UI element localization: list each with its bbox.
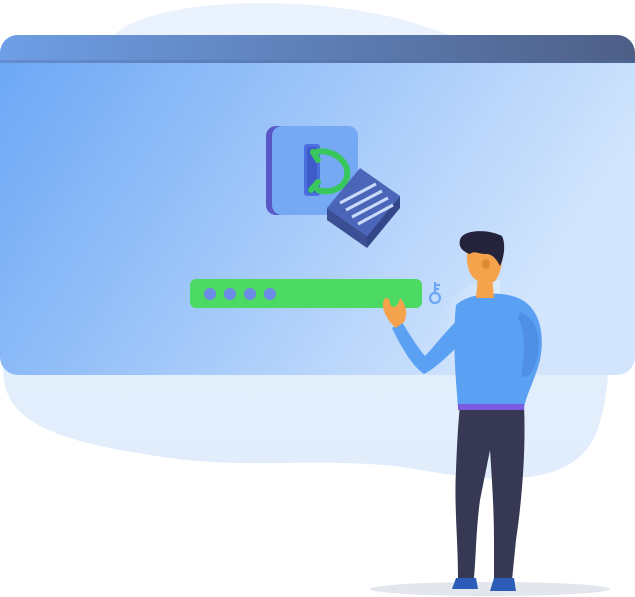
password-dot bbox=[244, 288, 256, 300]
padlock-icon bbox=[266, 126, 400, 248]
person-pants bbox=[455, 405, 525, 580]
person-hair bbox=[459, 231, 505, 266]
key-icon bbox=[428, 282, 442, 305]
password-dot bbox=[224, 288, 236, 300]
password-dot bbox=[204, 288, 216, 300]
password-field bbox=[190, 279, 422, 308]
person-shoe bbox=[490, 578, 516, 591]
person-hand bbox=[382, 297, 407, 328]
person-figure bbox=[382, 231, 542, 591]
floor-shadow bbox=[370, 582, 610, 596]
person-arm bbox=[392, 312, 474, 374]
window-title-bar bbox=[0, 35, 635, 63]
person-shoe bbox=[452, 578, 478, 589]
lock-plate bbox=[327, 168, 400, 248]
password-dot bbox=[264, 288, 276, 300]
